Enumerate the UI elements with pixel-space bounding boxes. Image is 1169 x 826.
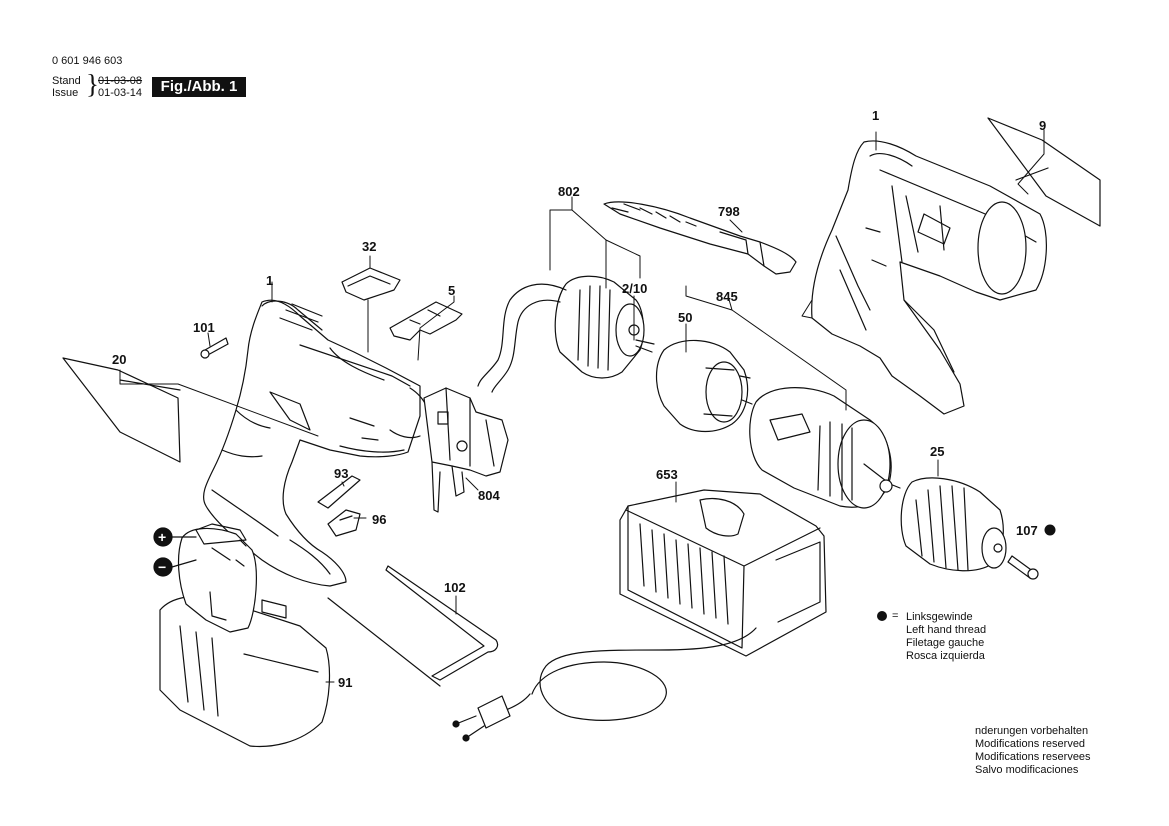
callout-1-right: 1 xyxy=(872,108,879,123)
label-plate-right xyxy=(987,117,1101,227)
callout-101: 101 xyxy=(193,320,215,335)
modifications-line-fr: Modifications reservees xyxy=(975,751,1091,763)
legend-line-es: Rosca izquierda xyxy=(906,650,985,662)
legend-dot-icon xyxy=(877,611,887,621)
screw-107 xyxy=(1007,555,1039,580)
issue-date: 01-03-14 xyxy=(98,87,143,99)
leader-lines xyxy=(119,129,1045,683)
housing-left xyxy=(202,299,431,587)
callout-25: 25 xyxy=(930,444,944,459)
callout-20: 20 xyxy=(112,352,126,367)
callout-798: 798 xyxy=(718,204,740,219)
callout-653: 653 xyxy=(656,467,678,482)
part-number: 0 601 946 603 xyxy=(52,55,123,67)
clip-93 xyxy=(317,475,361,509)
callout-2-10: 2/10 xyxy=(622,281,647,296)
modifications-notice: nderungen vorbehalten Modifications rese… xyxy=(975,725,1091,777)
gearbox-845 xyxy=(749,387,901,509)
callout-93: 93 xyxy=(334,466,348,481)
callout-32: 32 xyxy=(362,239,376,254)
legend-line-fr: Filetage gauche xyxy=(906,637,985,649)
callout-96: 96 xyxy=(372,512,386,527)
stand-label: Stand xyxy=(52,75,81,87)
callout-5: 5 xyxy=(448,283,455,298)
legend-text: Linksgewinde Left hand thread Filetage g… xyxy=(906,611,986,663)
minus-label: − xyxy=(158,559,166,575)
modifications-line-es: Salvo modificaciones xyxy=(975,764,1079,776)
callout-802: 802 xyxy=(558,184,580,199)
callout-9: 9 xyxy=(1039,118,1046,133)
motor-802 xyxy=(477,275,655,393)
callout-50: 50 xyxy=(678,310,692,325)
terminal-markers xyxy=(153,527,247,577)
brace-glyph: } xyxy=(86,69,99,99)
callout-804: 804 xyxy=(478,488,500,503)
modifications-line-de: nderungen vorbehalten xyxy=(975,725,1089,737)
switch-804 xyxy=(423,387,509,513)
charger-653 xyxy=(452,489,827,742)
callout-1-left: 1 xyxy=(266,273,273,288)
stand-date: 01-03-08 xyxy=(98,75,143,87)
issue-label: Issue xyxy=(52,87,79,99)
chuck-25 xyxy=(900,477,1007,572)
button-32 xyxy=(341,267,401,301)
legend-line-en: Left hand thread xyxy=(906,624,987,636)
screw-101 xyxy=(200,337,229,359)
plus-label: + xyxy=(158,529,166,545)
callout-102: 102 xyxy=(444,580,466,595)
callout-91: 91 xyxy=(338,675,352,690)
legend-line-de: Linksgewinde xyxy=(906,611,973,623)
battery-pack-91 xyxy=(159,523,331,748)
legend-equals: = xyxy=(892,610,899,622)
label-plate-left xyxy=(62,357,181,463)
gear-ring-50 xyxy=(655,339,753,433)
callout-845: 845 xyxy=(716,289,738,304)
strap-798 xyxy=(603,201,797,275)
wire-clip-102 xyxy=(327,565,499,687)
slider-5 xyxy=(389,301,463,341)
modifications-line-en: Modifications reserved xyxy=(975,738,1086,750)
clip-96 xyxy=(327,509,361,537)
figure-label: Fig./Abb. 1 xyxy=(152,77,246,97)
housing-right xyxy=(811,140,1047,415)
left-hand-thread-dot-icon xyxy=(1044,524,1056,536)
callout-107: 107 xyxy=(1016,523,1038,538)
